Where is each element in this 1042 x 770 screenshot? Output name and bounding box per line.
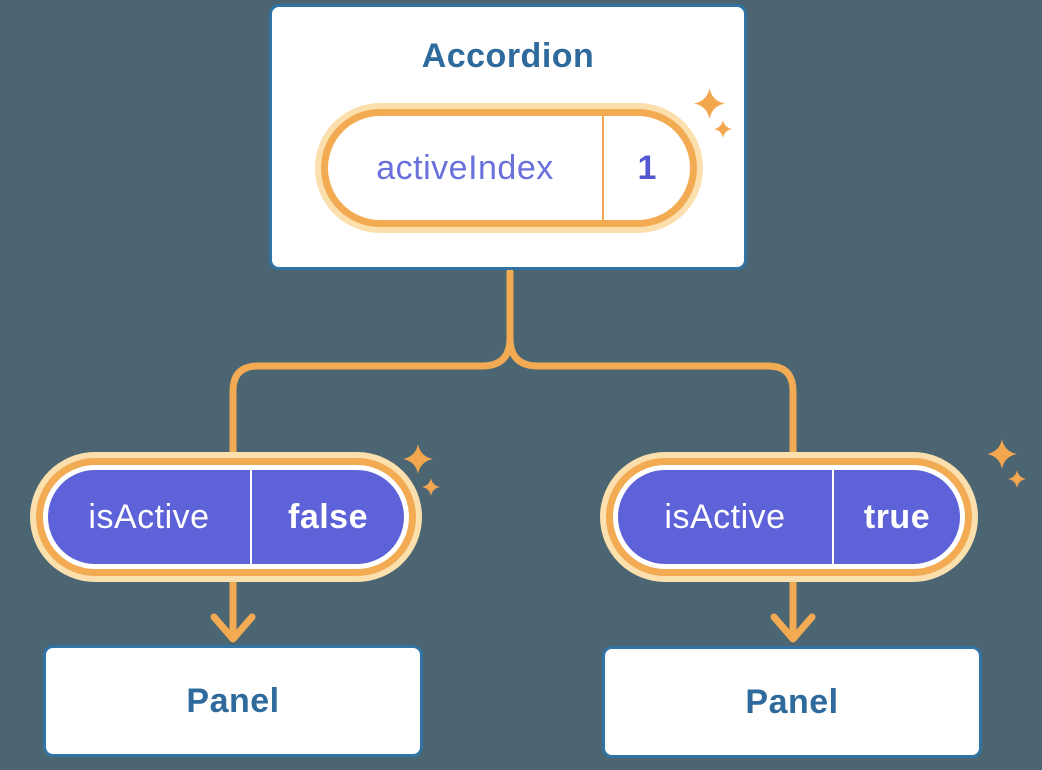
prop-name-label: isActive: [664, 497, 786, 536]
panel-title: Panel: [186, 681, 280, 720]
state-value-label: 1: [637, 148, 657, 187]
sparkle-icon: [1008, 470, 1026, 488]
state-name-label: activeIndex: [376, 148, 554, 187]
accordion-title: Accordion: [421, 37, 595, 75]
sparkle-icon: [422, 478, 440, 496]
prop-pill-body: isActive true: [618, 470, 960, 564]
prop-name-label: isActive: [88, 497, 210, 536]
panel-card-left: Panel: [43, 645, 423, 757]
arrowhead-right-icon: [770, 613, 816, 643]
prop-value-label: false: [288, 497, 368, 536]
pill-divider: [602, 116, 604, 220]
prop-value-label: true: [863, 497, 931, 536]
prop-pill-isactive-false: isActive false: [30, 452, 422, 582]
accordion-component-card: Accordion activeIndex 1: [269, 4, 747, 270]
sparkle-icon: [694, 88, 725, 119]
arrowhead-left-icon: [210, 613, 256, 643]
state-pill-body: activeIndex 1: [328, 116, 690, 220]
sparkle-icon: [714, 120, 732, 138]
connector-right-branch: [506, 268, 797, 638]
state-pill: activeIndex 1: [315, 103, 703, 233]
panel-card-right: Panel: [602, 646, 982, 758]
panel-title: Panel: [745, 682, 839, 721]
pill-divider: [832, 470, 834, 564]
prop-pill-body: isActive false: [48, 470, 404, 564]
sparkle-icon: [987, 439, 1017, 469]
sparkle-icon: [403, 444, 433, 474]
prop-pill-isactive-true: isActive true: [600, 452, 978, 582]
pill-divider: [250, 470, 252, 564]
